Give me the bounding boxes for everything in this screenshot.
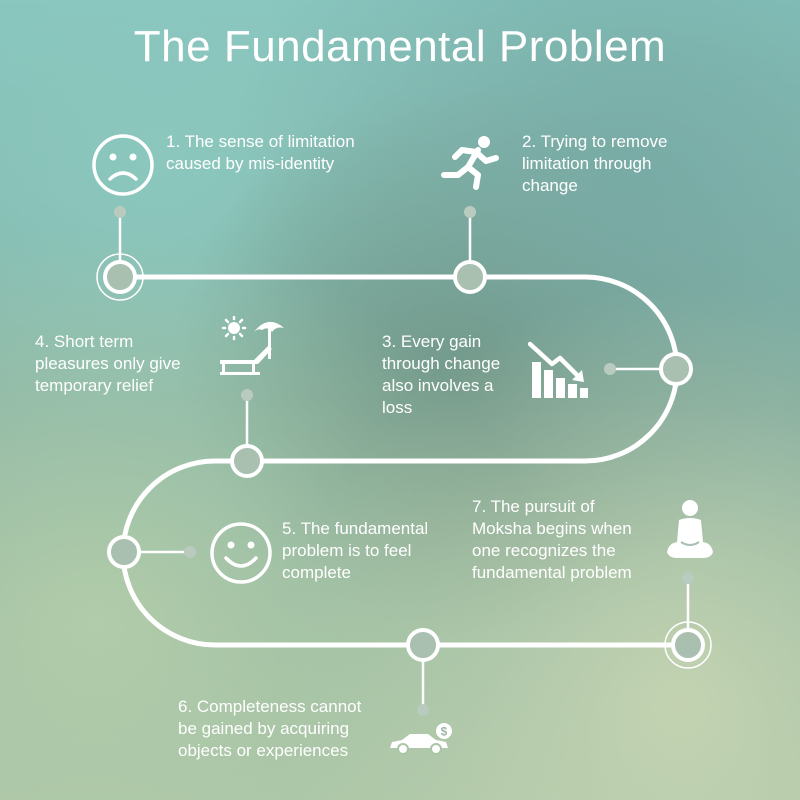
- connector-dots: [114, 206, 694, 716]
- node-7: [671, 628, 705, 662]
- step-4-label: 4. Short term pleasures only give tempor…: [35, 332, 181, 395]
- node-3: [659, 352, 693, 386]
- svg-text:$: $: [441, 725, 448, 739]
- dot-6: [417, 704, 429, 716]
- node-1-ring: [96, 253, 144, 301]
- step-2-label: 2. Trying to remove limitation through c…: [522, 132, 668, 195]
- path-nodes: [96, 253, 712, 669]
- dot-4: [241, 389, 253, 401]
- declining-chart-icon: [528, 341, 588, 398]
- page-title: The Fundamental Problem: [133, 22, 667, 71]
- step-6-label: 6. Completeness cannot be gained by acqu…: [178, 697, 362, 760]
- step-3-label: 3. Every gain through change also involv…: [382, 332, 501, 417]
- dot-7: [682, 572, 694, 584]
- step-7-label: 7. The pursuit of Moksha begins when one…: [472, 497, 632, 582]
- step-1-label: 1. The sense of limitation caused by mis…: [166, 132, 355, 173]
- dot-3: [604, 363, 616, 375]
- step-5-label: 5. The fundamental problem is to feel co…: [282, 519, 429, 582]
- beach-lounger-icon: [220, 316, 284, 375]
- connectors: [118, 212, 690, 710]
- node-7-ring: [664, 621, 712, 669]
- winding-path: [117, 274, 691, 648]
- node-2: [453, 260, 487, 294]
- smiley-face-icon: [210, 522, 272, 584]
- node-1: [103, 260, 137, 294]
- running-person-icon: [441, 136, 499, 190]
- dot-2: [464, 206, 476, 218]
- dot-5: [184, 546, 196, 558]
- sad-face-icon: [92, 134, 154, 196]
- node-5: [107, 535, 141, 569]
- dot-1: [114, 206, 126, 218]
- meditation-icon: [667, 500, 713, 558]
- car-money-icon: $: [390, 723, 452, 755]
- node-6: [406, 628, 440, 662]
- node-4: [230, 444, 264, 478]
